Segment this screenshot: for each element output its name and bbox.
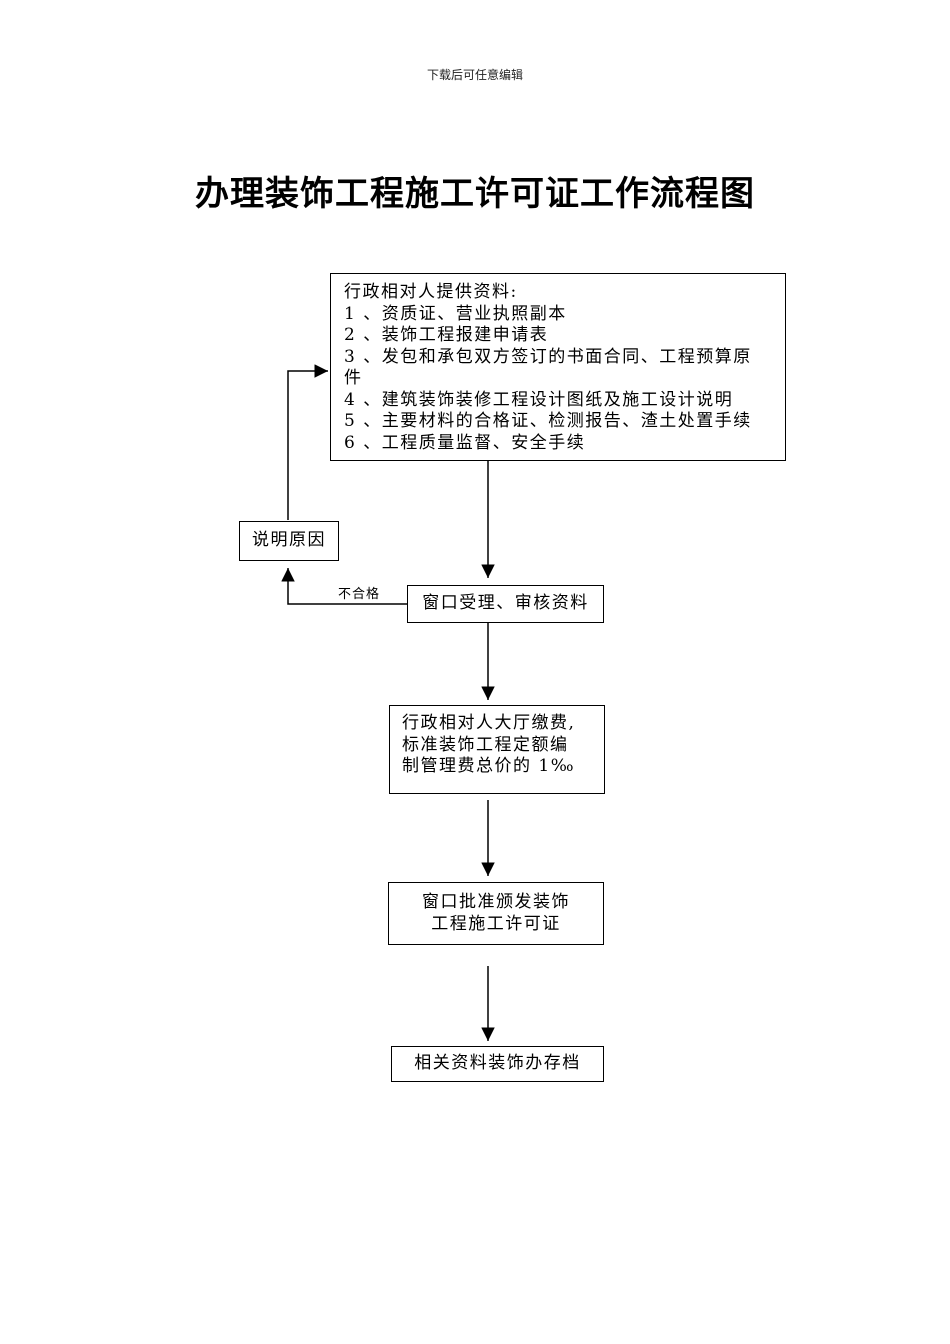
- explain-label: 说明原因: [252, 530, 326, 550]
- page-title: 办理装饰工程施工许可证工作流程图: [195, 174, 755, 214]
- node-fee: 行政相对人大厅缴费, 标准装饰工程定额编 制管理费总价的 1‰: [389, 705, 605, 794]
- node-review: 窗口受理、审核资料: [407, 585, 604, 623]
- materials-item: 2 、装饰工程报建申请表: [344, 325, 549, 345]
- header-note: 下载后可任意编辑: [426, 68, 523, 82]
- materials-item: 1 、资质证、营业执照副本: [344, 303, 567, 324]
- materials-item: 4 、建筑装饰装修工程设计图纸及施工设计说明: [344, 389, 734, 410]
- node-materials: 行政相对人提供资料: 1 、资质证、营业执照副本 2 、装饰工程报建申请表 3 …: [330, 273, 786, 461]
- node-explain: 说明原因: [239, 521, 339, 561]
- node-issue: 窗口批准颁发装饰 工程施工许可证: [388, 882, 604, 945]
- fee-line: 制管理费总价的 1‰: [402, 756, 576, 776]
- materials-item: 5 、主要材料的合格证、检测报告、渣土处置手续: [344, 411, 752, 431]
- materials-item: 件: [344, 368, 363, 388]
- arrow-explain-to-materials: [287, 364, 328, 520]
- archive-label: 相关资料装饰办存档: [414, 1053, 581, 1073]
- materials-item: 6 、工程质量监督、安全手续: [344, 432, 586, 453]
- materials-heading: 行政相对人提供资料:: [344, 282, 518, 302]
- fee-line: 行政相对人大厅缴费,: [402, 713, 576, 733]
- arrow-review-to-explain: [281, 568, 407, 605]
- node-archive: 相关资料装饰办存档: [391, 1046, 604, 1082]
- fee-line: 标准装饰工程定额编: [402, 734, 569, 755]
- review-label: 窗口受理、审核资料: [422, 593, 589, 613]
- issue-line: 工程施工许可证: [431, 913, 561, 934]
- fail-label: 不合格: [338, 587, 381, 602]
- materials-item: 3 、发包和承包双方签订的书面合同、工程预算原: [344, 346, 752, 367]
- issue-line: 窗口批准颁发装饰: [422, 892, 570, 912]
